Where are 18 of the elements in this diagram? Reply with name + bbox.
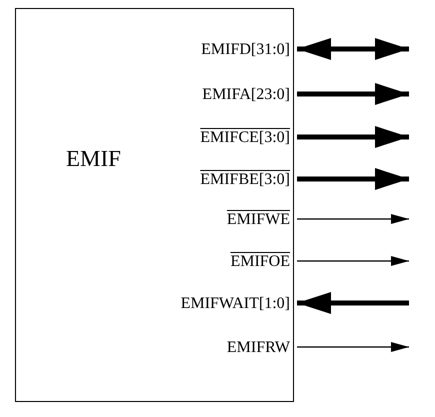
arrow [297,292,409,314]
signal-label: EMIFWAIT[1:0] [180,294,290,314]
signal-label: EMIFOE [230,252,290,272]
signal-label: EMIFRW [226,338,290,358]
arrow [297,342,409,352]
signal-label: EMIFCE[3:0] [200,128,290,148]
arrow [297,83,409,105]
arrow [297,38,409,60]
signal-label: EMIFWE [226,210,290,230]
arrow [297,126,409,148]
signal-label: EMIFBE[3:0] [200,170,290,190]
block-title: EMIF [66,145,121,173]
signal-label: EMIFD[31:0] [201,40,290,60]
block-box [15,8,294,402]
arrow [297,256,409,266]
arrow [297,214,409,224]
arrow [297,168,409,190]
signal-label: EMIFA[23:0] [202,85,290,105]
